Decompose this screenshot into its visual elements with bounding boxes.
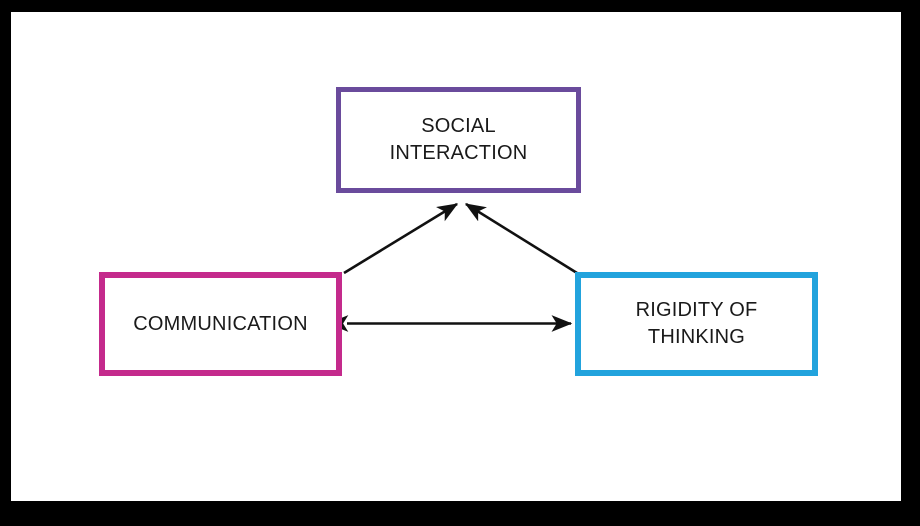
node-social-interaction[interactable]: SOCIAL INTERACTION bbox=[336, 87, 581, 193]
node-communication[interactable]: COMMUNICATION bbox=[99, 272, 342, 376]
diagram-canvas: SOCIAL INTERACTION COMMUNICATION RIGIDIT… bbox=[11, 12, 901, 501]
arrow-rigidity-to-social bbox=[464, 202, 578, 275]
node-rigidity-of-thinking-label: RIGIDITY OF THINKING bbox=[635, 299, 758, 348]
connector-layer bbox=[327, 202, 578, 332]
node-social-interaction-label: SOCIAL INTERACTION bbox=[389, 115, 528, 164]
arrow-communication-to-social bbox=[343, 202, 459, 275]
node-rigidity-of-thinking[interactable]: RIGIDITY OF THINKING bbox=[575, 272, 818, 376]
node-communication-label: COMMUNICATION bbox=[133, 312, 308, 335]
